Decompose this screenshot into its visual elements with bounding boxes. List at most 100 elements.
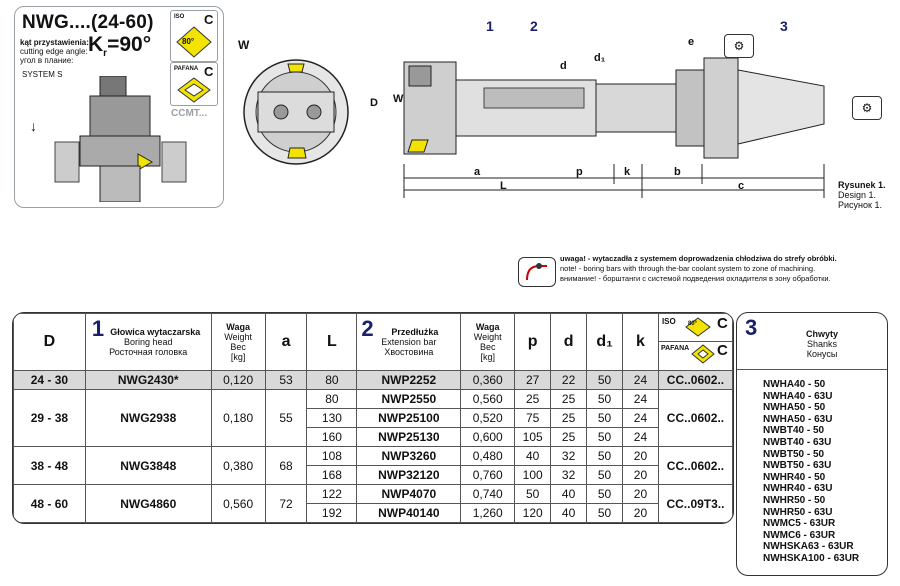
cell-extension: NWP3260 [356, 446, 462, 466]
shanks-en: Shanks [806, 339, 838, 349]
list-item: NWHR50 - 63U [763, 506, 833, 518]
cell-extension: NWP25130 [356, 427, 462, 447]
pafana-insert-icon [177, 77, 211, 103]
note-en: note! - boring bars with through the-bar… [560, 264, 816, 273]
cell-extension: NWP4070 [356, 484, 462, 504]
cell-D: 29 - 38 [13, 389, 86, 447]
cell-ext-weight: 0,520 [460, 408, 516, 428]
list-item: NWMC6 - 63UR [763, 529, 836, 541]
list-item: NWBT40 - 63U [763, 436, 832, 448]
list-item: NWHA40 - 63U [763, 390, 833, 402]
list-item: NWHR40 - 50 [763, 471, 826, 483]
cell-k: 24 [622, 427, 659, 447]
cell-L: 122 [306, 484, 358, 504]
cell-k: 20 [622, 503, 659, 523]
dim-D: D [370, 97, 378, 109]
coolant-icon: ⚙ [724, 34, 754, 58]
spec-table: D 1 Głowica wytaczarska Boring head Рост… [12, 312, 734, 524]
cell-a: 55 [264, 389, 308, 447]
cell-L: 130 [306, 408, 358, 428]
cell-D: 24 - 30 [13, 370, 86, 390]
cell-L: 192 [306, 503, 358, 523]
angle-label-pl: kąt przystawienia: [20, 38, 89, 47]
list-item: NWHA50 - 63U [763, 413, 833, 425]
note-pl: uwaga! - wytaczadła z systemem doprowadz… [560, 254, 837, 263]
cell-ext-weight: 0,760 [460, 465, 516, 485]
callout-3-table: 3 [745, 315, 758, 340]
iso-insert-box: ISO C 80° [170, 10, 218, 62]
iso-insert-icon [685, 317, 711, 337]
iso-insert-icon [176, 26, 212, 58]
angle-label-en: cutting edge angle: [20, 47, 88, 56]
cell-L: 160 [306, 427, 358, 447]
cell-head-weight: 0,120 [210, 370, 266, 390]
list-item: NWHA50 - 50 [763, 402, 826, 414]
kr-value: Kr=90° [88, 33, 151, 59]
cell-extension: NWP25100 [356, 408, 462, 428]
cell-L: 80 [306, 389, 358, 409]
cell-head-weight: 0,380 [210, 446, 266, 485]
pafana-tag: PAFANA [174, 66, 199, 72]
pafana-insert-box: PAFANA C [170, 62, 218, 106]
cell-head-weight: 0,560 [210, 484, 266, 523]
cell-d1: 50 [586, 503, 624, 523]
caption-ru: Рисунок 1. [838, 200, 882, 210]
cell-ext-weight: 1,260 [460, 503, 516, 523]
cell-d: 22 [550, 370, 588, 390]
iso-angle: 80° [182, 37, 195, 46]
list-item: NWBT50 - 63U [763, 460, 832, 472]
cell-L: 168 [306, 465, 358, 485]
col-boring-head: 1 Głowica wytaczarska Boring head Росточ… [84, 313, 212, 371]
side-view-drawing [403, 57, 825, 198]
cell-k: 20 [622, 446, 659, 466]
cell-d1: 50 [586, 427, 624, 447]
cell-d1: 50 [586, 465, 624, 485]
cell-head-weight: 0,180 [210, 389, 266, 447]
dim-k: k [624, 166, 631, 178]
cell-p: 100 [514, 465, 552, 485]
coolant-note: uwaga! - wytaczadła z systemem doprowadz… [560, 254, 837, 284]
col-weight-head: Waga Weight Вес [kg] [210, 313, 266, 371]
col-a: a [264, 313, 308, 371]
cell-boring-head: NWG2938 [84, 389, 212, 447]
cell-a: 53 [264, 370, 308, 390]
cell-d1: 50 [586, 370, 624, 390]
caption-pl: Rysunek 1. [838, 180, 886, 190]
front-view-drawing [243, 59, 349, 165]
col-d1: d₁ [586, 313, 624, 371]
kr-number: =90° [107, 33, 152, 56]
cell-k: 24 [622, 408, 659, 428]
list-item: NWHSKA100 - 63UR [763, 552, 860, 564]
note-ru: внимание! - борштанги с системой подведе… [560, 274, 831, 283]
cell-p: 75 [514, 408, 552, 428]
cell-ext-weight: 0,360 [460, 370, 516, 390]
cell-extension: NWP2550 [356, 389, 462, 409]
dim-L: L [500, 180, 507, 192]
cell-extension: NWP40140 [356, 503, 462, 523]
cell-ext-weight: 0,560 [460, 389, 516, 409]
cell-k: 24 [622, 370, 659, 390]
cell-d: 40 [550, 484, 588, 504]
shanks-ru: Конусы [806, 349, 838, 359]
cell-k: 20 [622, 465, 659, 485]
list-item: NWMC5 - 63UR [763, 518, 836, 530]
cell-d1: 50 [586, 389, 624, 409]
cell-extension: NWP32120 [356, 465, 462, 485]
cell-L: 108 [306, 446, 358, 466]
col-d: d [550, 313, 588, 371]
cell-ext-weight: 0,480 [460, 446, 516, 466]
dim-c: c [738, 180, 745, 192]
kr-sub: r [103, 48, 108, 60]
coolant-icon: ⚙ [852, 96, 882, 120]
cell-p: 27 [514, 370, 552, 390]
cell-a: 68 [264, 446, 308, 485]
w-arrow-label: W [393, 93, 404, 105]
design-caption: Rysunek 1. Design 1. Рисунок 1. [838, 180, 886, 210]
front-view-label: W [238, 38, 250, 52]
cell-insert: CC..0602.. [657, 389, 733, 447]
cell-boring-head: NWG3848 [84, 446, 212, 485]
